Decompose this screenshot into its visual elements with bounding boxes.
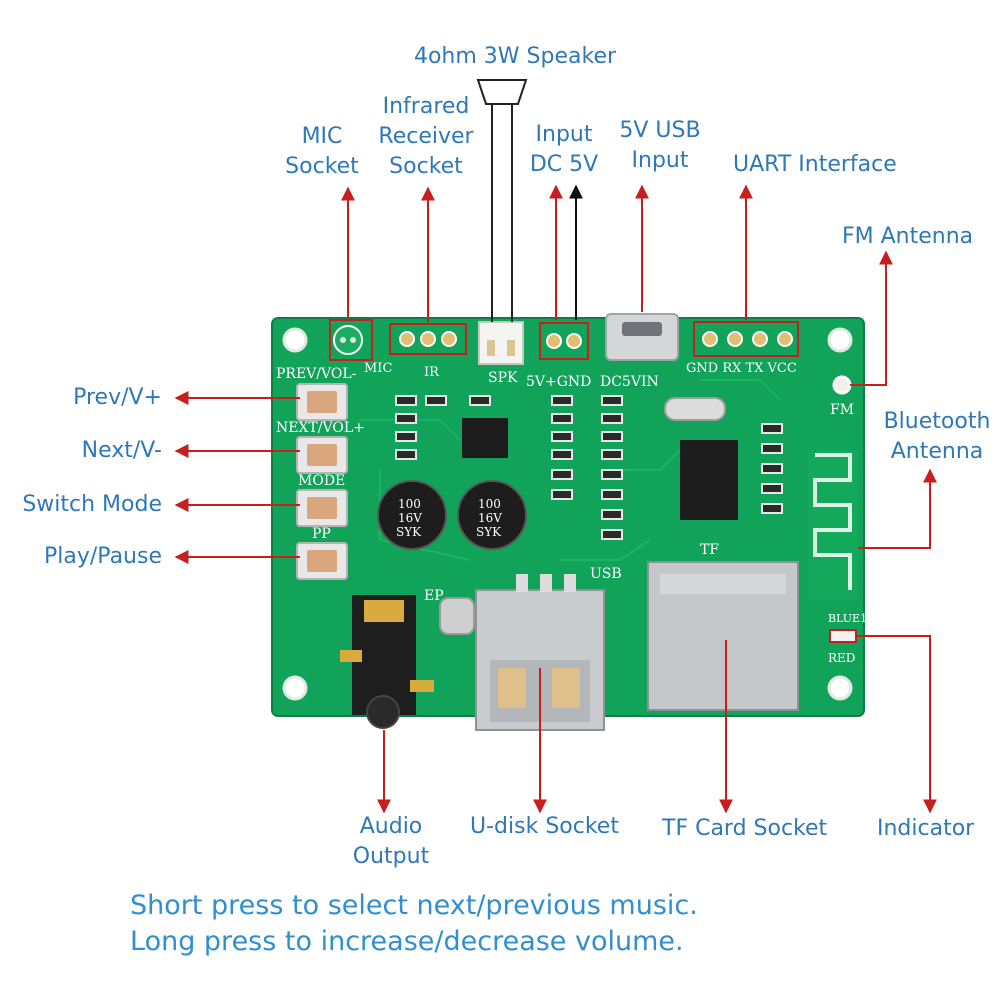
- ir-receiver-header: [389, 323, 467, 355]
- smd-components: [395, 395, 783, 540]
- mounting-holes: [282, 327, 853, 701]
- input-dc-line1: Input: [535, 122, 593, 147]
- mic-line1: MIC: [301, 124, 343, 149]
- silk-ir: IR: [424, 365, 440, 380]
- silk-fm: FM: [830, 402, 854, 418]
- bluetooth-chip: [680, 440, 738, 520]
- silk-ep: EP: [424, 588, 444, 604]
- micro-usb-port: [605, 313, 679, 361]
- ir-receiver-line2: Receiver: [378, 124, 474, 149]
- bt-antenna-line1: Bluetooth: [883, 409, 991, 434]
- electrolytic-capacitors: [377, 480, 527, 550]
- cap2-line2: 16V: [478, 511, 502, 525]
- bluetooth-antenna-trace: [808, 450, 858, 600]
- audio-jack: [340, 595, 434, 729]
- cap1-line3: SYK: [396, 525, 422, 539]
- silk-uart-pins: GND RX TX VCC: [686, 361, 797, 376]
- ir-receiver-label: Infrared Receiver Socket: [366, 92, 486, 182]
- fm-antenna-label: FM Antenna: [842, 224, 974, 249]
- audio-output-line2: Output: [352, 844, 430, 869]
- silkscreen: PREV/VOL- NEXT/VOL+ MODE PP MIC IR SPK 5…: [276, 361, 867, 665]
- note-short-press: Short press to select next/previous musi…: [130, 890, 698, 921]
- usb-input-line1: 5V USB: [619, 118, 701, 143]
- pcb-traces: [360, 379, 781, 561]
- bt-antenna-label: Bluetooth Antenna: [876, 407, 998, 467]
- audio-output-line1: Audio: [359, 814, 423, 839]
- prev-label: Prev/V+: [73, 385, 162, 410]
- udisk-label: U-disk Socket: [470, 814, 619, 839]
- mic-line2: Socket: [285, 154, 359, 179]
- silk-tf: TF: [700, 542, 719, 558]
- cap2-line1: 100: [478, 497, 501, 511]
- bt-antenna-line2: Antenna: [890, 439, 984, 464]
- silk-power: 5V+GND: [526, 374, 591, 390]
- silk-spk: SPK: [488, 370, 518, 386]
- note-long-press: Long press to increase/decrease volume.: [130, 926, 684, 957]
- input-dc-label: Input DC 5V: [514, 120, 614, 180]
- usb-a-socket: [475, 574, 605, 731]
- cap1-line2: 16V: [398, 511, 422, 525]
- input-dc-line2: DC 5V: [529, 152, 599, 177]
- uart-header: [693, 321, 799, 357]
- ir-receiver-line1: Infrared: [382, 94, 470, 119]
- next-label: Next/V-: [81, 438, 162, 463]
- silk-usb: USB: [590, 566, 622, 582]
- audio-output-label: Audio Output: [336, 812, 446, 872]
- amplifier-chip: [462, 418, 508, 458]
- silk-prev-vol: PREV/VOL-: [276, 366, 357, 382]
- play-label: Play/Pause: [44, 544, 162, 569]
- tf-card-label: TF Card Socket: [662, 816, 828, 841]
- silk-mic: MIC: [364, 361, 392, 376]
- cap2-line3: SYK: [476, 525, 502, 539]
- usb-input-line2: Input: [631, 148, 689, 173]
- uart-label: UART Interface: [733, 152, 897, 177]
- speaker-icon: [476, 79, 528, 322]
- speaker-label: 4ohm 3W Speaker: [413, 44, 617, 69]
- tactile-buttons: [296, 383, 348, 580]
- silk-red: RED: [828, 651, 855, 665]
- silk-mode: MODE: [298, 473, 345, 489]
- mode-label: Switch Mode: [22, 492, 162, 517]
- crystal: [664, 397, 726, 421]
- tf-card-socket: [647, 561, 799, 711]
- cap1-line1: 100: [398, 497, 421, 511]
- blue-led: [829, 629, 857, 643]
- silk-blue: BLUE1: [828, 612, 867, 625]
- fm-pad: [832, 375, 852, 395]
- dc-input-pads: [539, 322, 589, 360]
- usb-input-label: 5V USB Input: [605, 116, 715, 176]
- callout-arrows: [174, 184, 937, 814]
- speaker-connector: [478, 321, 524, 365]
- mic-label: MIC Socket: [272, 122, 372, 182]
- ep-pad: [439, 597, 475, 635]
- ir-receiver-line3: Socket: [389, 154, 463, 179]
- silk-dc5vin: DC5VIN: [600, 374, 659, 390]
- indicator-label: Indicator: [877, 816, 975, 841]
- mic-socket: [329, 319, 373, 361]
- silk-next-vol: NEXT/VOL+: [276, 420, 365, 436]
- silk-pp: PP: [312, 526, 331, 542]
